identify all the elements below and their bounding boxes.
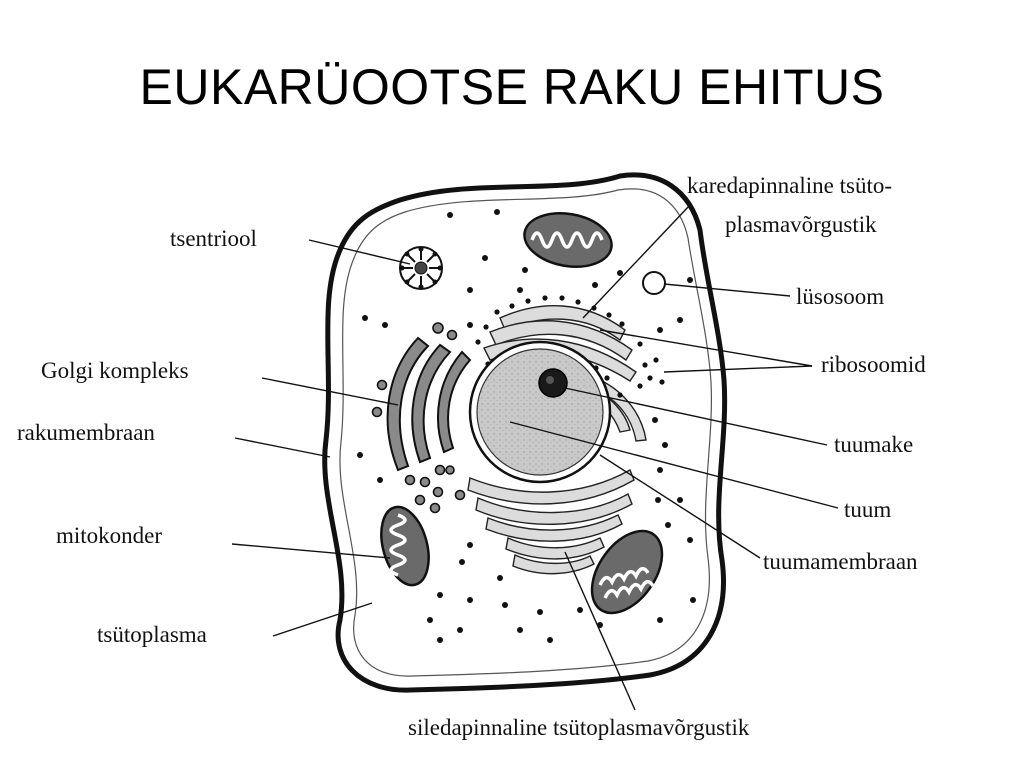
mitochondrion-left [380,505,430,587]
nucleolus [538,368,568,398]
centriole [399,246,443,290]
mitochondrion-top [523,212,613,268]
label-siledapinnaline: siledapinnaline tsütoplasmavõrgustik [408,715,750,740]
label-golgi: Golgi kompleks [41,358,189,383]
cytoplasm-granules [357,209,696,643]
label-tsentriool: tsentriool [170,226,257,251]
label-tuumake: tuumake [834,432,913,457]
label-mitokonder: mitokonder [56,523,162,548]
label-tuumamembraan: tuumamembraan [763,549,918,574]
label-ribosoomid: ribosoomid [821,352,926,377]
label-rakumembraan: rakumembraan [17,420,155,445]
smooth-er [467,468,635,575]
label-lusosoom: lüsosoom [796,284,884,309]
lysosome [642,271,666,295]
label-tsutoplasma: tsütoplasma [97,622,207,647]
ribosomes [475,295,665,398]
label-karedapinnaline-2: plasmavõrgustik [725,212,877,237]
label-karedapinnaline-1: karedapinnaline tsüto- [687,173,892,198]
label-tuum: tuum [844,497,891,522]
leader-lines [231,204,839,711]
mitochondrion-right [590,529,664,615]
nucleus [476,348,604,476]
golgi-complex [386,336,472,472]
slide-title: EUKARÜOOTSE RAKU EHITUS [139,59,885,115]
